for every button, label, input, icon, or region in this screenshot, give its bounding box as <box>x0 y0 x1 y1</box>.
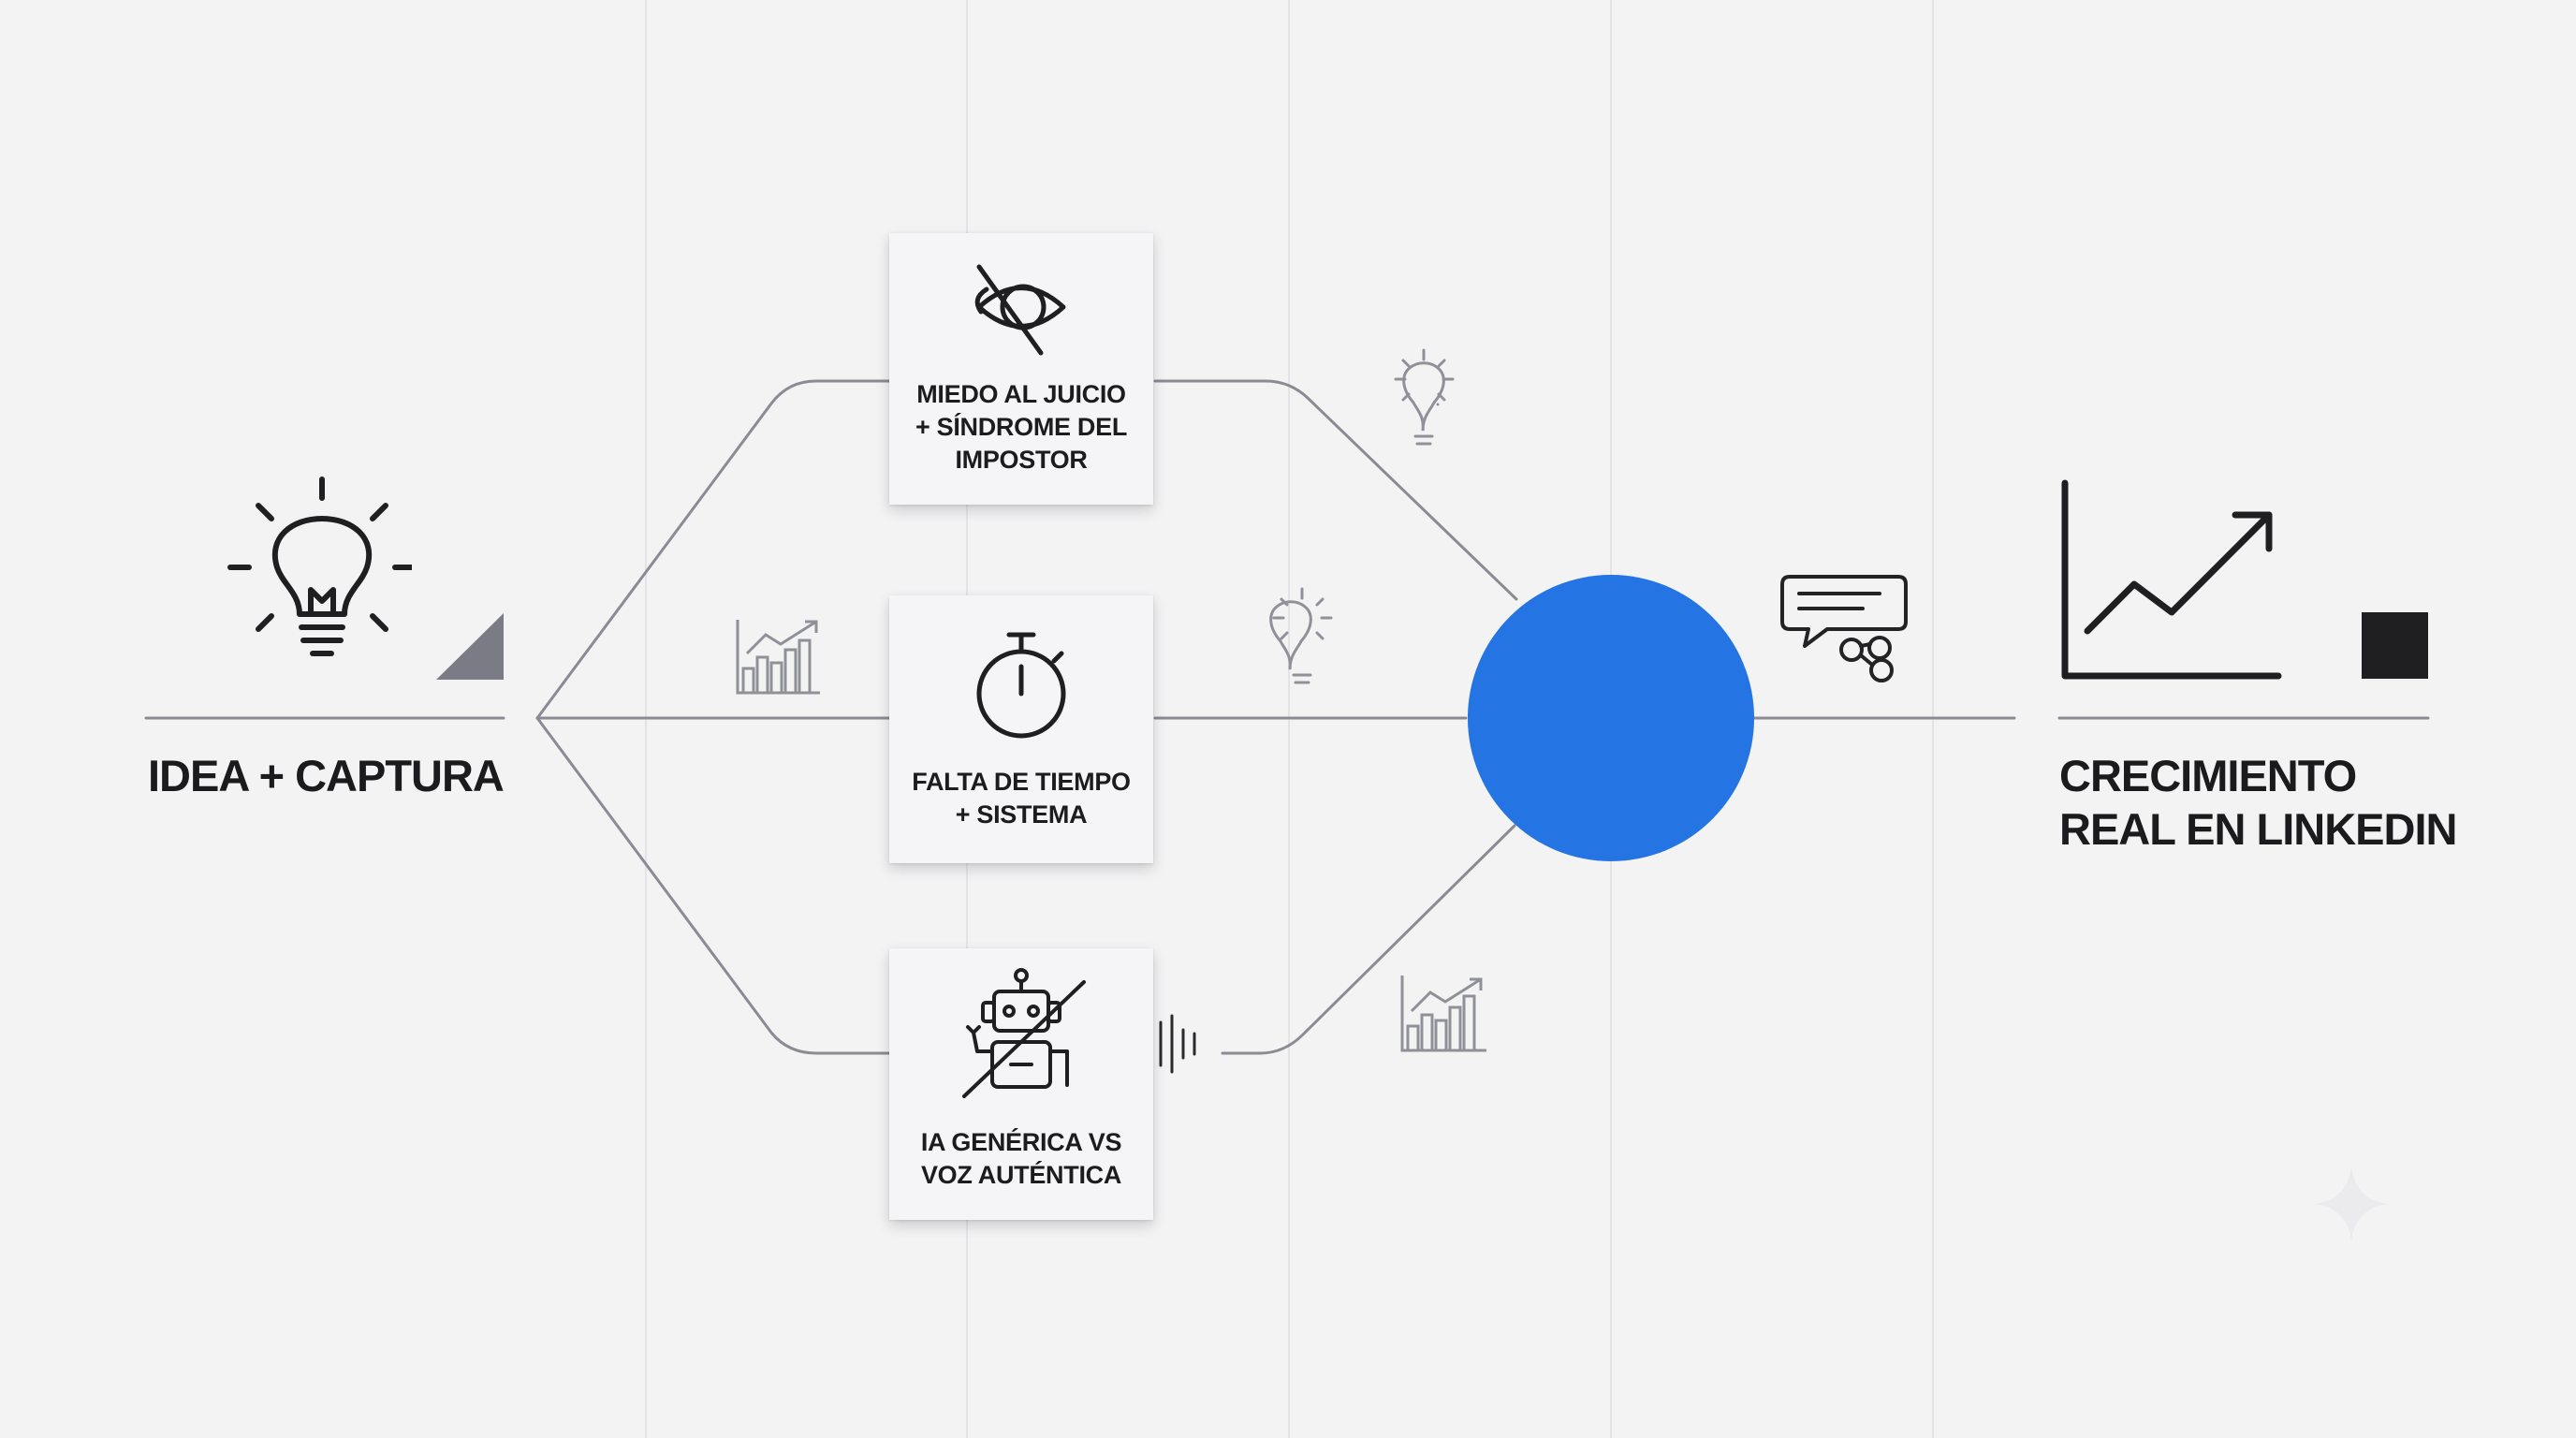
eye-slash-icon <box>974 264 1066 356</box>
growth-chart-icon <box>2061 479 2282 680</box>
triangle-marker <box>436 613 504 680</box>
hub-circle <box>1468 575 1754 861</box>
sparkle-icon <box>2314 1166 2389 1241</box>
lightbulb-small-icon <box>1394 348 1455 446</box>
obstacle-label: IA GENÉRICA VS VOZ AUTÉNTICA <box>920 1128 1122 1189</box>
stopwatch-icon <box>976 632 1066 739</box>
branch-top-left <box>535 379 891 720</box>
obstacle-card-time: FALTA DE TIEMPO + SISTEMA <box>889 595 1153 863</box>
bar-chart-small-icon <box>1400 976 1486 1052</box>
obstacle-label: FALTA DE TIEMPO + SISTEMA <box>912 768 1131 829</box>
obstacle-card-ai: IA GENÉRICA VS VOZ AUTÉNTICA <box>889 948 1153 1220</box>
branch-bottom-left <box>535 716 891 1055</box>
branch-top-right <box>1153 379 1518 601</box>
robot-crossed-icon <box>962 968 1086 1098</box>
chat-share-icon <box>1780 575 1908 682</box>
bar-chart-small-icon <box>736 620 820 695</box>
end-label: CRECIMIENTO REAL EN LINKEDIN <box>2059 751 2457 854</box>
square-marker <box>2362 612 2428 679</box>
obstacle-label: MIEDO AL JUICIO + SÍNDROME DEL IMPOSTOR <box>915 380 1128 474</box>
lightbulb-icon <box>227 477 412 656</box>
branch-bottom-right <box>1221 824 1516 1055</box>
start-label: IDEA + CAPTURA <box>148 751 505 800</box>
obstacle-card-fear: MIEDO AL JUICIO + SÍNDROME DEL IMPOSTOR <box>889 233 1153 505</box>
lightbulb-small-icon <box>1269 587 1333 684</box>
